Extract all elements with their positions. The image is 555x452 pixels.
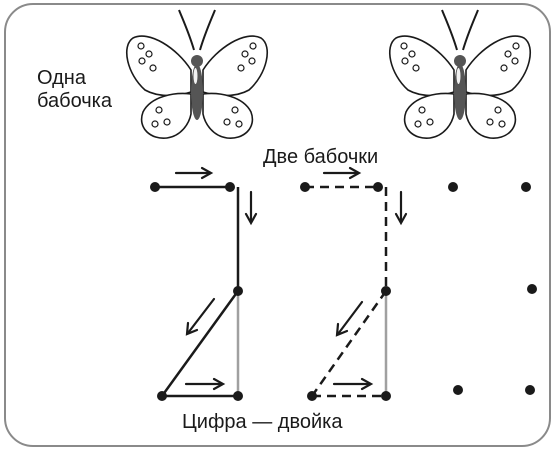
label-two-butterflies: Две бабочки <box>263 146 379 168</box>
arrow-down-left-icon <box>335 300 364 337</box>
arrow-right-icon <box>332 377 374 391</box>
arrow-right-icon <box>322 166 362 180</box>
arrow-down-icon <box>244 190 258 226</box>
path-one-butterfly <box>155 185 240 398</box>
arrow-right-icon <box>174 166 214 180</box>
grid-dots <box>150 182 537 401</box>
arrow-down-left-icon <box>185 297 216 336</box>
label-one-butterfly-line1: Одна <box>37 67 86 89</box>
arrow-right-icon <box>184 377 226 391</box>
label-one-butterfly-line2: бабочка <box>37 90 112 112</box>
figure-caption: Цифра — двойка <box>182 411 343 433</box>
arrow-down-icon <box>394 190 408 226</box>
path-two-butterflies <box>305 185 388 398</box>
